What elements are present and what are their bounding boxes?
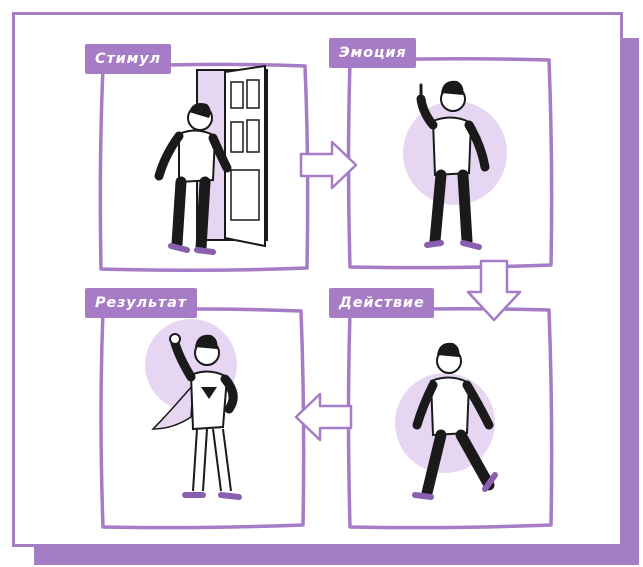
panel-label-stimulus: Стимул — [85, 44, 171, 74]
man-walking-illustration — [345, 305, 555, 530]
panel-action: Действие — [345, 305, 555, 530]
arrow-left-icon — [292, 390, 354, 444]
panel-result: Результат — [97, 305, 307, 530]
man-opening-door-illustration — [97, 60, 312, 275]
panel-label-result: Результат — [85, 288, 197, 318]
panel-emotion: Эмоция — [345, 55, 555, 270]
arrow-right-icon — [298, 138, 360, 192]
superhero-illustration — [97, 305, 307, 530]
panel-label-action: Действие — [329, 288, 434, 318]
panel-label-emotion: Эмоция — [329, 38, 416, 68]
panel-stimulus: Стимул — [97, 60, 312, 275]
arrow-down-icon — [464, 258, 524, 324]
man-with-idea-illustration — [345, 55, 555, 270]
